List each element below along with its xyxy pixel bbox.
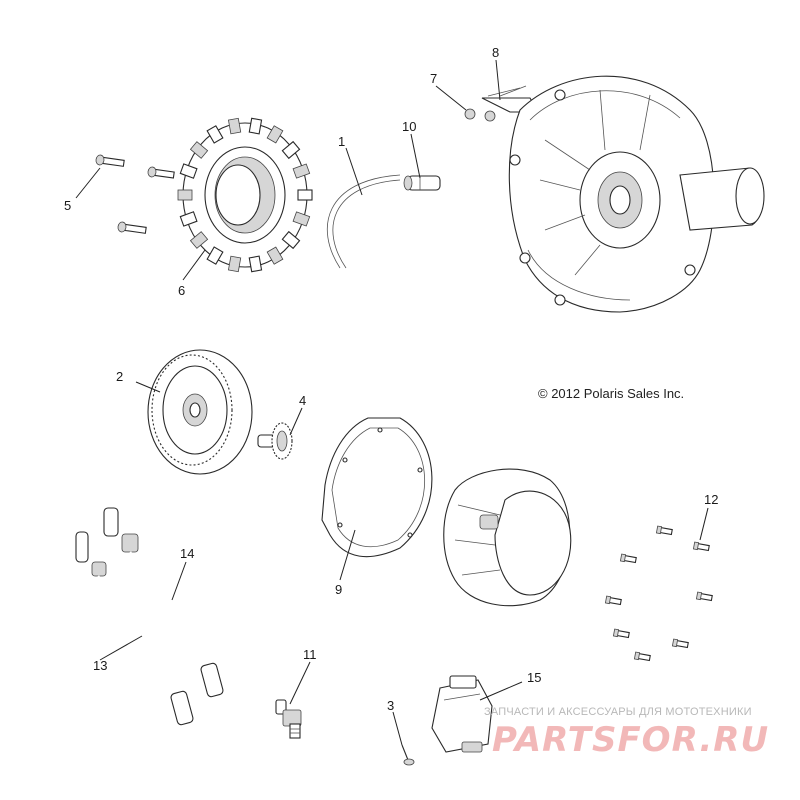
stator-bolts [95,154,175,234]
callout-12: 12 [704,492,718,507]
stator-tooth [266,246,284,265]
callout-11: 11 [303,647,317,662]
watermark-logo: PARTSFOR.RU [492,720,770,760]
callout-13: 13 [93,658,107,673]
callout-5: 5 [64,198,71,213]
ignition-lead-14 [103,507,224,698]
stator-tooth [292,163,311,179]
callout-10: 10 [402,119,416,134]
stator-tooth [248,255,263,273]
stator-tooth [189,141,209,159]
callout-7: 7 [430,71,437,86]
stator-tooth [189,231,209,249]
callout-9: 9 [335,582,342,597]
stator-tooth [206,246,224,265]
watermark-tagline: ЗАПЧАСТИ И АКСЕССУАРЫ ДЛЯ МОТОТЕХНИКИ [484,706,752,718]
module-screw-part [401,744,415,766]
callout-8: 8 [492,45,499,60]
callout-1: 1 [338,134,345,149]
stator-tooth [179,211,198,227]
stator-tooth [292,211,311,227]
stator-tooth [179,163,198,179]
callout-14: 14 [180,546,194,561]
callout-3: 3 [387,698,394,713]
stator-tooth [281,230,301,250]
drive-gear-part [257,422,293,460]
control-module-part [431,675,493,753]
engine-housing [508,75,765,313]
copyright-notice: © 2012 Polaris Sales Inc. [538,386,685,401]
stator-tooth [177,189,193,201]
spark-plug-part [275,699,302,739]
wire-seal-part [332,179,401,269]
cover-bolts [604,525,713,662]
stator-tooth [248,117,263,135]
stator-part [177,117,313,273]
callout-6: 6 [178,283,185,298]
callout-2: 2 [116,369,123,384]
stator-tooth [266,125,284,144]
stator-tooth [206,125,224,144]
leader-lines [75,59,709,746]
nut-parts [464,108,496,122]
gasket-part [321,417,433,558]
stator-tooth [227,255,242,273]
stator-tooth [297,189,313,201]
dowel-part [403,175,441,191]
callout-15: 15 [527,670,541,685]
callout-4: 4 [299,393,306,408]
stator-tooth [281,140,301,160]
callout-labels: 1 2 3 4 5 6 7 8 9 10 11 12 13 14 15 [64,45,718,713]
flywheel-part [147,349,253,475]
stator-tooth [227,117,242,135]
stator-cover-part [443,468,572,607]
